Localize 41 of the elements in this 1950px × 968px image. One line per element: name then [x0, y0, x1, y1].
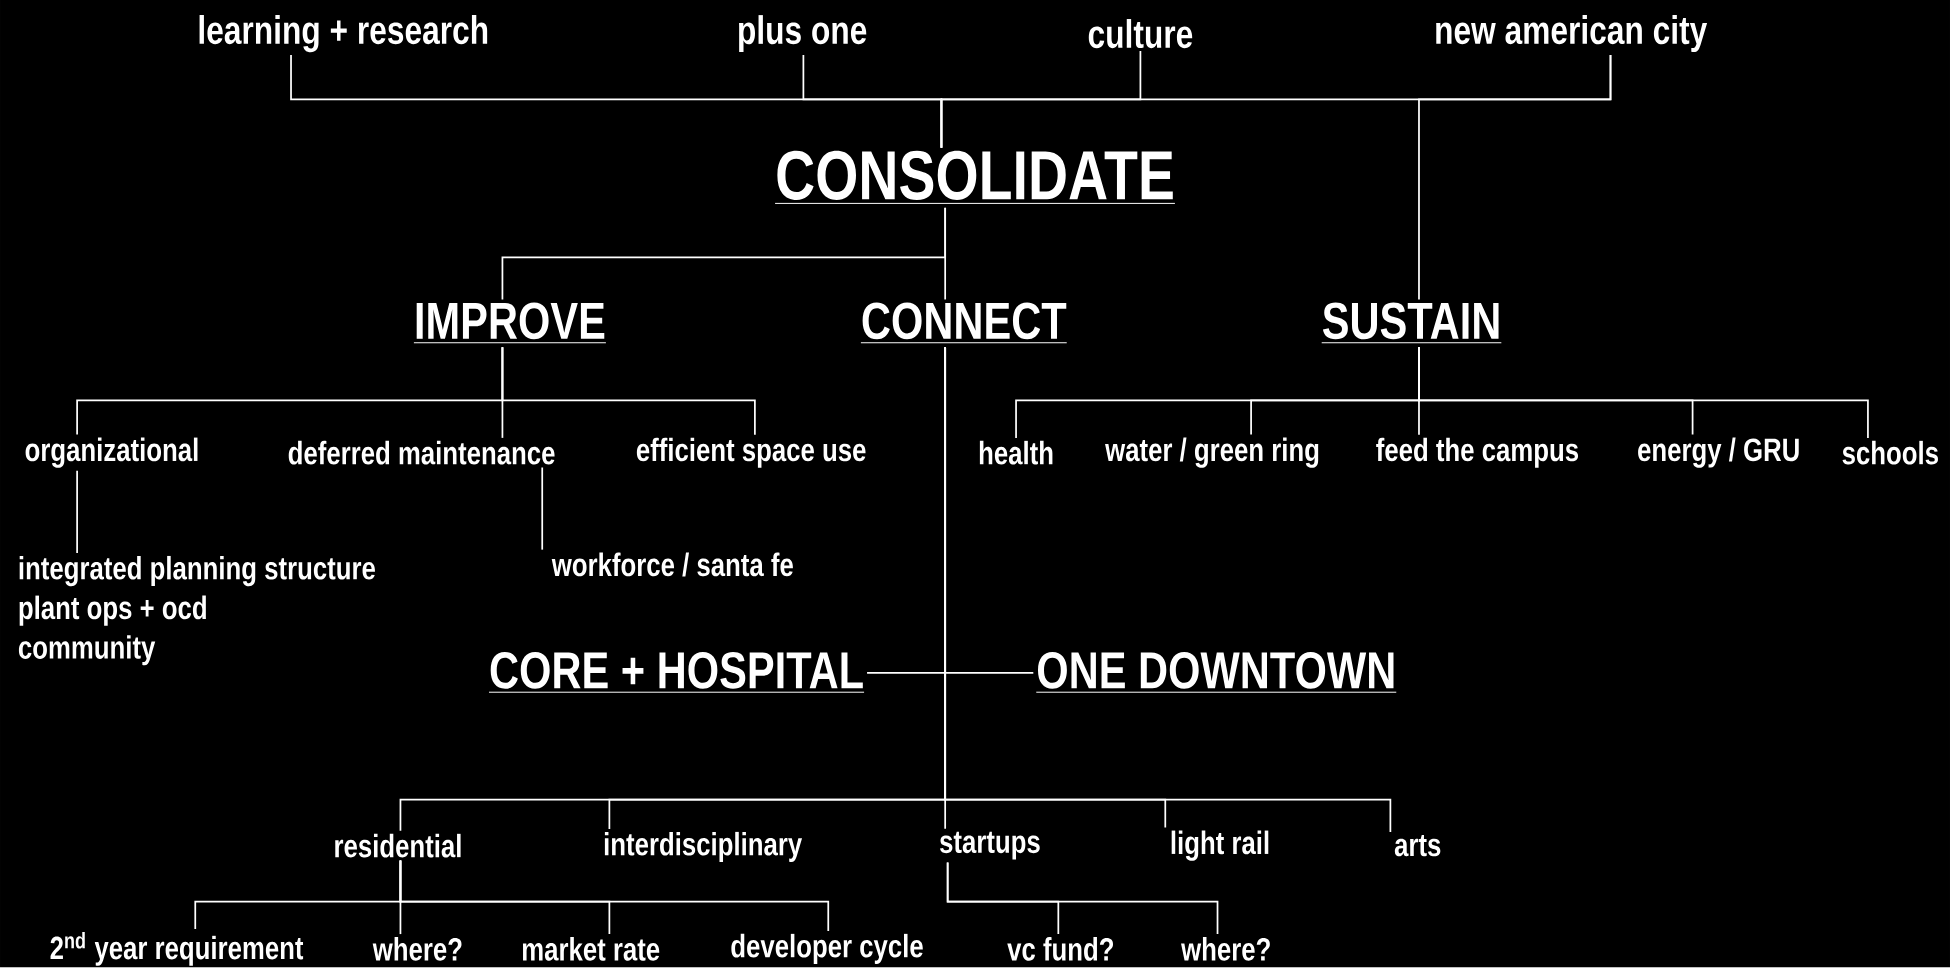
item-label: light rail [1171, 830, 1269, 861]
main-heading: CONSOLIDATE [774, 151, 1176, 205]
item-label: energy / GRU [1638, 437, 1799, 468]
item-label: interdisciplinary [604, 832, 803, 863]
item-label: 2$^{nd}$ year requirement [50, 932, 304, 967]
item-label: market rate [522, 937, 660, 961]
item-label: startups [940, 832, 1040, 860]
item-label: health [979, 441, 1053, 465]
item-label: where? [372, 937, 462, 961]
category-heading: SUSTAIN [1321, 302, 1502, 344]
connector-line [501, 346, 756, 436]
connector-line [866, 672, 1035, 674]
item-label: schools [1842, 441, 1938, 465]
connector-line [1418, 54, 1612, 301]
item-label: organizational [25, 437, 198, 468]
item-label: feed the campus [1376, 437, 1579, 468]
connector-line [944, 207, 947, 301]
item-label: efficient space use [636, 437, 866, 468]
item-label: workforce / santa fe [551, 552, 793, 577]
goal-label: new american city [1436, 15, 1708, 53]
connector-line [1418, 346, 1869, 439]
category-heading: CONNECT [860, 302, 1068, 344]
item-label: developer cycle [731, 934, 923, 965]
connector-line [944, 346, 1392, 834]
category-heading: IMPROVE [413, 302, 607, 344]
item-label: where? [1181, 937, 1270, 961]
item-label: deferred maintenance [288, 441, 555, 465]
connector-line [399, 859, 830, 932]
goal-label: plus one [739, 15, 867, 53]
item-label: residential [335, 834, 461, 858]
item-list: integrated planning structure plant ops + ocd community [18, 556, 375, 666]
goal-label: learning + research [199, 15, 488, 53]
item-label: arts [1394, 835, 1441, 857]
category-heading: CORE + HOSPITAL [488, 652, 865, 693]
connector-line [76, 470, 78, 555]
item-label: water / green ring [1105, 437, 1319, 468]
connector-line [541, 466, 544, 551]
connector-line [946, 861, 1219, 936]
item-label: vc fund? [1007, 937, 1113, 961]
goal-label: culture [1088, 19, 1193, 49]
category-heading: ONE DOWNTOWN [1035, 652, 1397, 693]
